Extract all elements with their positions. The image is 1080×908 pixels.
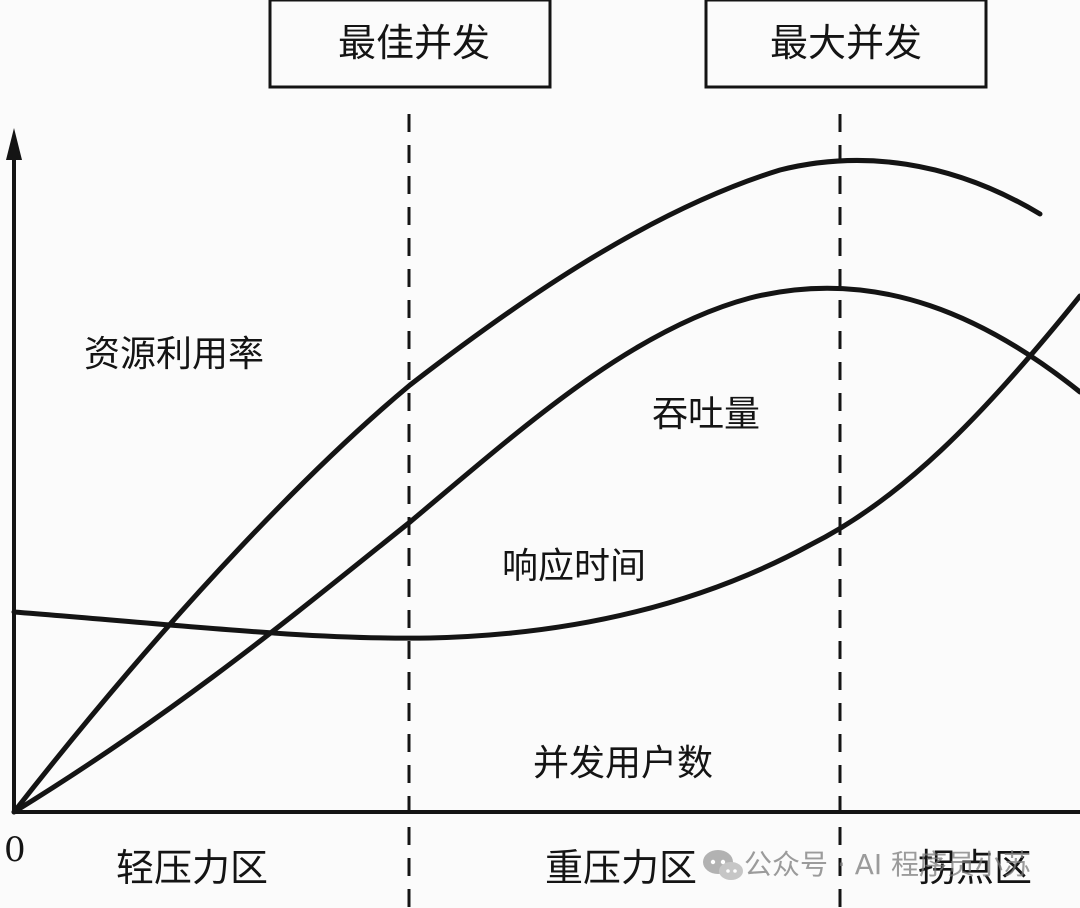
wechat-bubble-icon: [703, 850, 743, 880]
heavy-load-zone-label: 重压力区: [545, 846, 697, 890]
max-concurrency-label: 最大并发: [770, 21, 922, 65]
best-concurrency-box-frame: [268, 0, 552, 89]
inflection-zone-label: 拐点区: [918, 846, 1032, 890]
response-time-curve: [11, 293, 1080, 641]
resource-utilization-curve: [11, 157, 1043, 815]
response-time-label: 响应时间: [502, 546, 646, 587]
best-concurrency-box: 最佳并发: [268, 0, 552, 89]
y-axis-arrow-icon: [6, 128, 22, 160]
origin-label: 0: [4, 830, 26, 870]
watermark-text: 公众号 · AI 程序员小苏: [744, 848, 1031, 881]
concurrent-users-label: 并发用户数: [533, 743, 713, 784]
max-concurrency-box: 最大并发: [704, 0, 988, 89]
light-load-zone-label: 轻压力区: [116, 846, 268, 890]
throughput-curve: [11, 285, 1080, 815]
throughput-label: 吞吐量: [652, 394, 760, 435]
max-concurrency-box-frame: [704, 0, 988, 89]
watermark: 公众号 · AI 程序员小苏: [703, 848, 1031, 881]
resource-utilization-label: 资源利用率: [84, 334, 264, 375]
best-concurrency-label: 最佳并发: [338, 21, 490, 65]
